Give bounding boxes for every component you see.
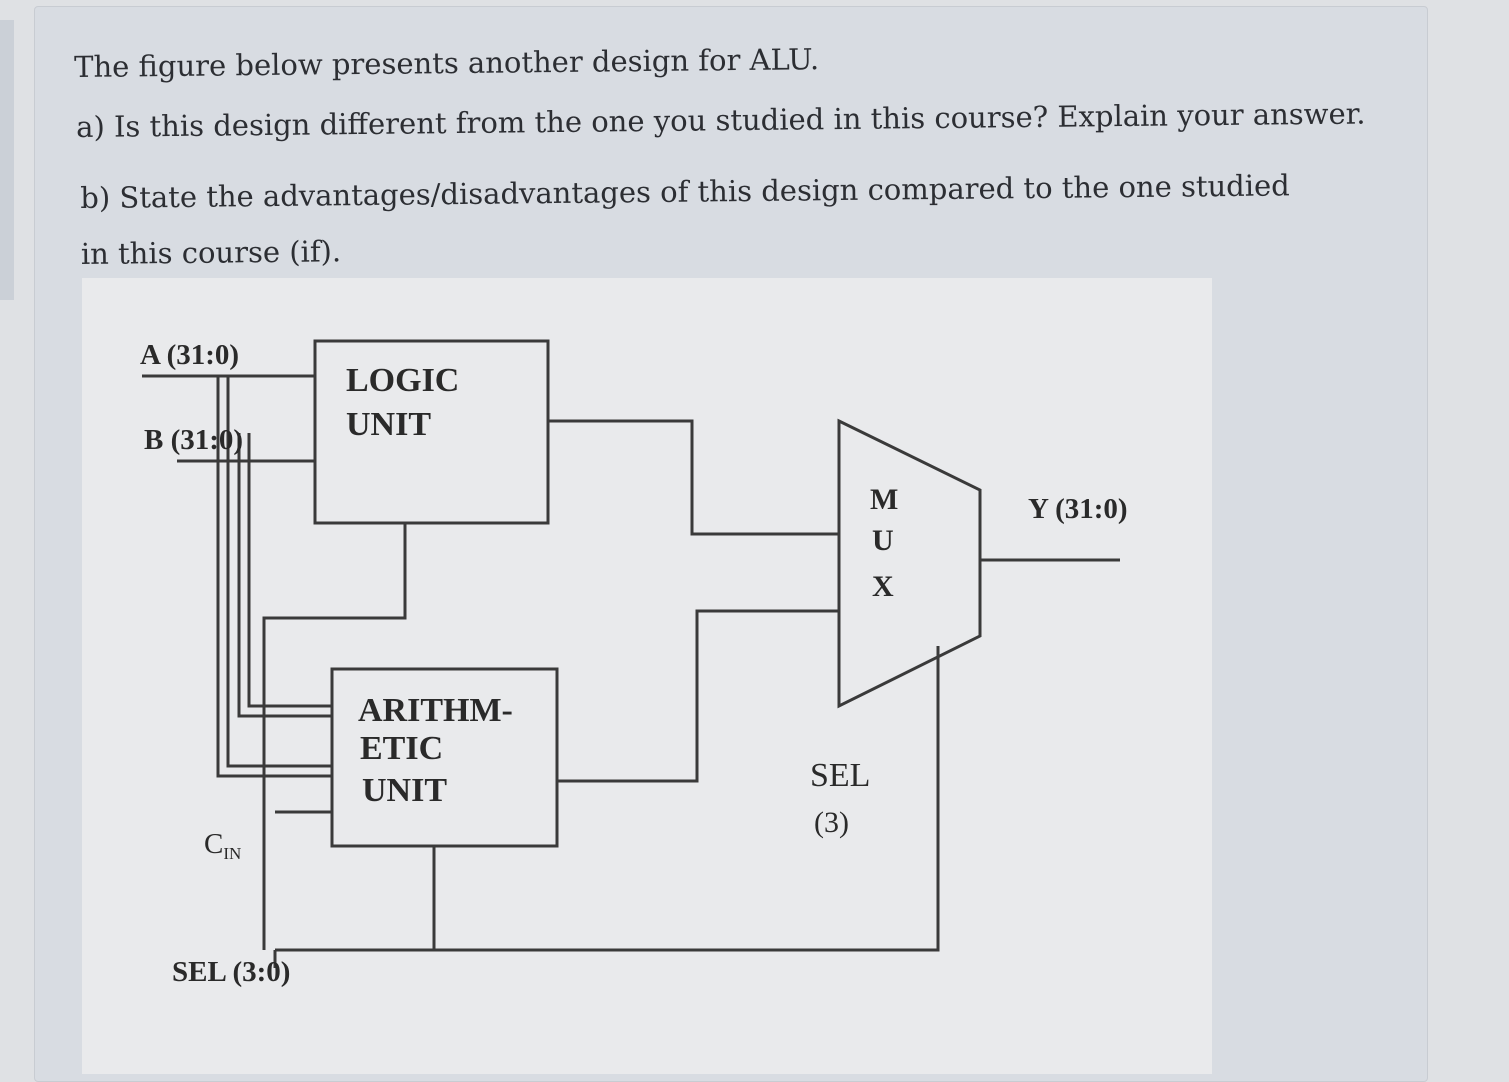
alu-diagram-figure: A (31:0) B (31:0) LOGIC UNIT ARITHM- ETI… (82, 278, 1212, 1074)
arithmetic-unit-box (330, 667, 559, 848)
input-a-label: A (31:0) (140, 339, 239, 371)
output-y-label: Y (31:0) (1028, 493, 1128, 525)
arith-unit-label-3: UNIT (362, 772, 447, 809)
question-part-b: b) State the advantages/disadvantages of… (80, 168, 1290, 271)
wire-a2-to-arith (226, 376, 332, 768)
left-edge-strip (0, 20, 14, 300)
wire-logic-to-mux (548, 419, 839, 536)
mux-label-u: U (872, 524, 894, 557)
input-b-label: B (31:0) (144, 424, 243, 456)
wire-b2-to-arith (247, 433, 332, 708)
mux-label-x: X (872, 570, 894, 603)
mux-label-m: M (870, 483, 898, 516)
wire-a-to-arith (216, 376, 332, 778)
logic-unit-label-2: UNIT (346, 406, 431, 443)
carry-in-label: CIN (204, 828, 241, 863)
logic-unit-label-1: LOGIC (346, 362, 459, 399)
alu-diagram: A (31:0) B (31:0) LOGIC UNIT ARITHM- ETI… (140, 339, 1128, 988)
wire-arith-to-mux (557, 609, 839, 783)
sel-bus-label: SEL (3:0) (172, 956, 290, 988)
mux-shape (837, 418, 982, 709)
arith-unit-label-1: ARITHM- (358, 692, 513, 729)
wire-b-to-arith (237, 433, 332, 718)
mux-sel-label-2: (3) (814, 806, 849, 839)
arith-unit-label-2: ETIC (360, 730, 443, 767)
logic-unit-box (313, 339, 550, 525)
wire-logic-sel (262, 523, 407, 950)
mux-sel-label-1: SEL (810, 757, 870, 794)
wire-sel-bus-mux (275, 646, 940, 952)
